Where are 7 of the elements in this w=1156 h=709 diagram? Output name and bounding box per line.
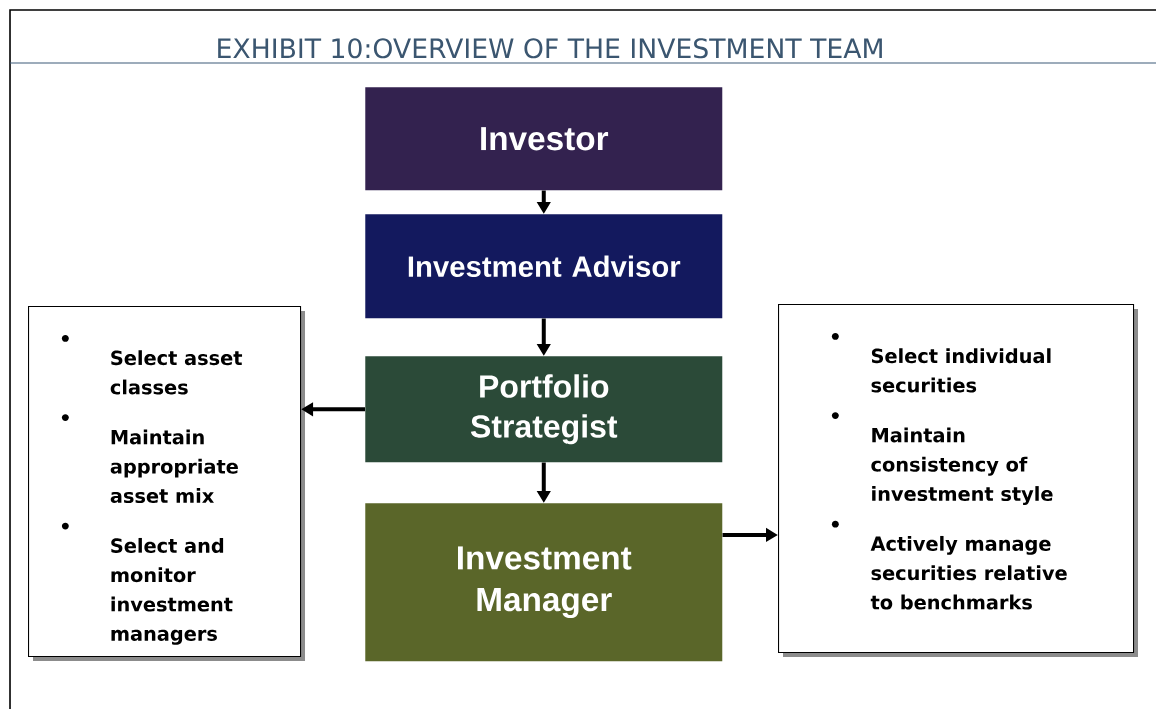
role-box: Investor [365, 87, 723, 191]
title: EXHIBIT 10:OVERVIEW OF THE INVESTMENT TEAM [218, 38, 882, 59]
role-box: Portfolio Strategist [365, 356, 723, 463]
text-box: Select asset classes Maintain appropriate asset mix Select and monitor investment managers [28, 306, 305, 661]
role-box: Investment Advisor [365, 214, 723, 319]
role-box: Investment Manager [365, 503, 723, 662]
text-box: Select individual securities Maintain consistency of investment style Actively manage securities relative to benchmarks [778, 304, 1138, 657]
